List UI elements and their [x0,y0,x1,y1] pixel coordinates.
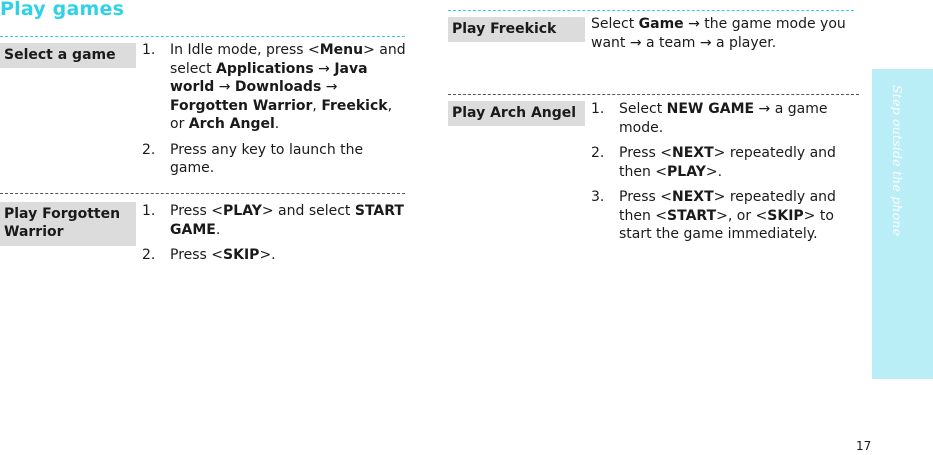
freekick-instructions: Select Game → the game mode you want → a… [591,15,853,52]
body-text: → [214,79,235,95]
chapter-tab: Step outside the phone [872,69,933,379]
arch-angel-steps: 1. Select NEW GAME → a game mode. 2. Press … [591,100,856,251]
step-number: 2. [142,247,156,263]
body-text: Select [591,16,639,32]
body-text: . [274,116,280,132]
emphasis-text: START [667,207,717,224]
list-item: 2. Press <SKIP>. [142,246,407,265]
body-text: → the game mode you want → a team → a pl… [591,16,846,51]
body-text: >. [259,247,276,263]
emphasis-text: START GAME [170,203,404,238]
emphasis-text: Forgotten Warrior [170,97,313,114]
emphasis-text: Freekick [321,97,388,114]
step-number: 2. [591,145,605,161]
body-text: , [312,97,322,114]
emphasis-text: Menu [319,42,364,58]
emphasis-text: Downloads [234,79,322,95]
list-item: 1. Press <PLAY> and select START GAME. [142,202,407,239]
section-divider [0,36,405,37]
chapter-tab-text: Step outside the phone [890,85,905,237]
emphasis-text: SKIP [767,207,804,224]
emphasis-text: NEW GAME [666,101,755,117]
step-number: 1. [591,101,605,117]
body-text: → [321,79,338,95]
body-text: Press any key to launch the game. [170,141,364,177]
body-text: > to start the game immediately. [619,207,834,243]
emphasis-text: Java world [170,60,368,96]
emphasis-text: Game [638,16,684,32]
step-number: 1. [142,42,156,58]
emphasis-text: PLAY [223,203,262,219]
body-text: Press < [170,203,224,219]
body-text: , or [170,97,393,133]
body-text: → a game mode. [619,101,828,136]
section-divider [448,94,859,95]
step-number: 2. [142,141,156,158]
body-text: . [215,221,221,238]
emphasis-text: NEXT [672,189,714,205]
section-label-freekick: Play Freekick [448,17,585,42]
body-text: > repeatedly and then < [619,145,836,180]
step-number: 3. [591,189,605,205]
section-label-arch-angel: Play Arch Angel [448,101,585,126]
emphasis-text: PLAY [667,163,706,180]
body-text: >, or < [716,207,768,224]
body-text: Press < [170,247,224,263]
forgotten-warrior-steps: 1.Press <PLAY> and select START GAME.2.P… [142,202,407,272]
body-text: Select [619,101,667,117]
section-label-forgotten-warrior: Play Forgotten Warrior [0,202,136,246]
body-text: > repeatedly and then < [619,189,836,224]
body-text: > and select [170,42,406,77]
body-text: → [313,60,335,77]
list-item: 1. Select NEW GAME → a game mode. [591,100,856,137]
list-item: 2. Press <NEXT> repeatedly and then <PLAY… [591,144,856,181]
section-divider [0,193,405,194]
body-text: Press < [619,145,673,161]
list-item: 1.In Idle mode, press <Menu> and select … [142,41,407,134]
emphasis-text: SKIP [223,247,260,263]
emphasis-text: Arch Angel [188,116,275,132]
page-title: Play games [0,0,125,20]
select-game-steps: 1.In Idle mode, press <Menu> and select … [142,41,407,185]
page-number: 17 [856,439,872,453]
emphasis-text: Applications [216,60,314,77]
step-number: 1. [142,203,156,219]
list-item: 2. Press any key to launch the game. [142,141,407,178]
section-divider [448,10,854,11]
list-item: 3. Press <NEXT> repeatedly and then <STAR… [591,188,856,244]
body-text: In Idle mode, press < [170,42,320,58]
section-label-select-game: Select a game [0,43,136,68]
body-text: >. [705,163,723,180]
body-text: > and select [261,203,355,219]
emphasis-text: NEXT [672,145,714,161]
body-text: Press < [619,189,673,205]
